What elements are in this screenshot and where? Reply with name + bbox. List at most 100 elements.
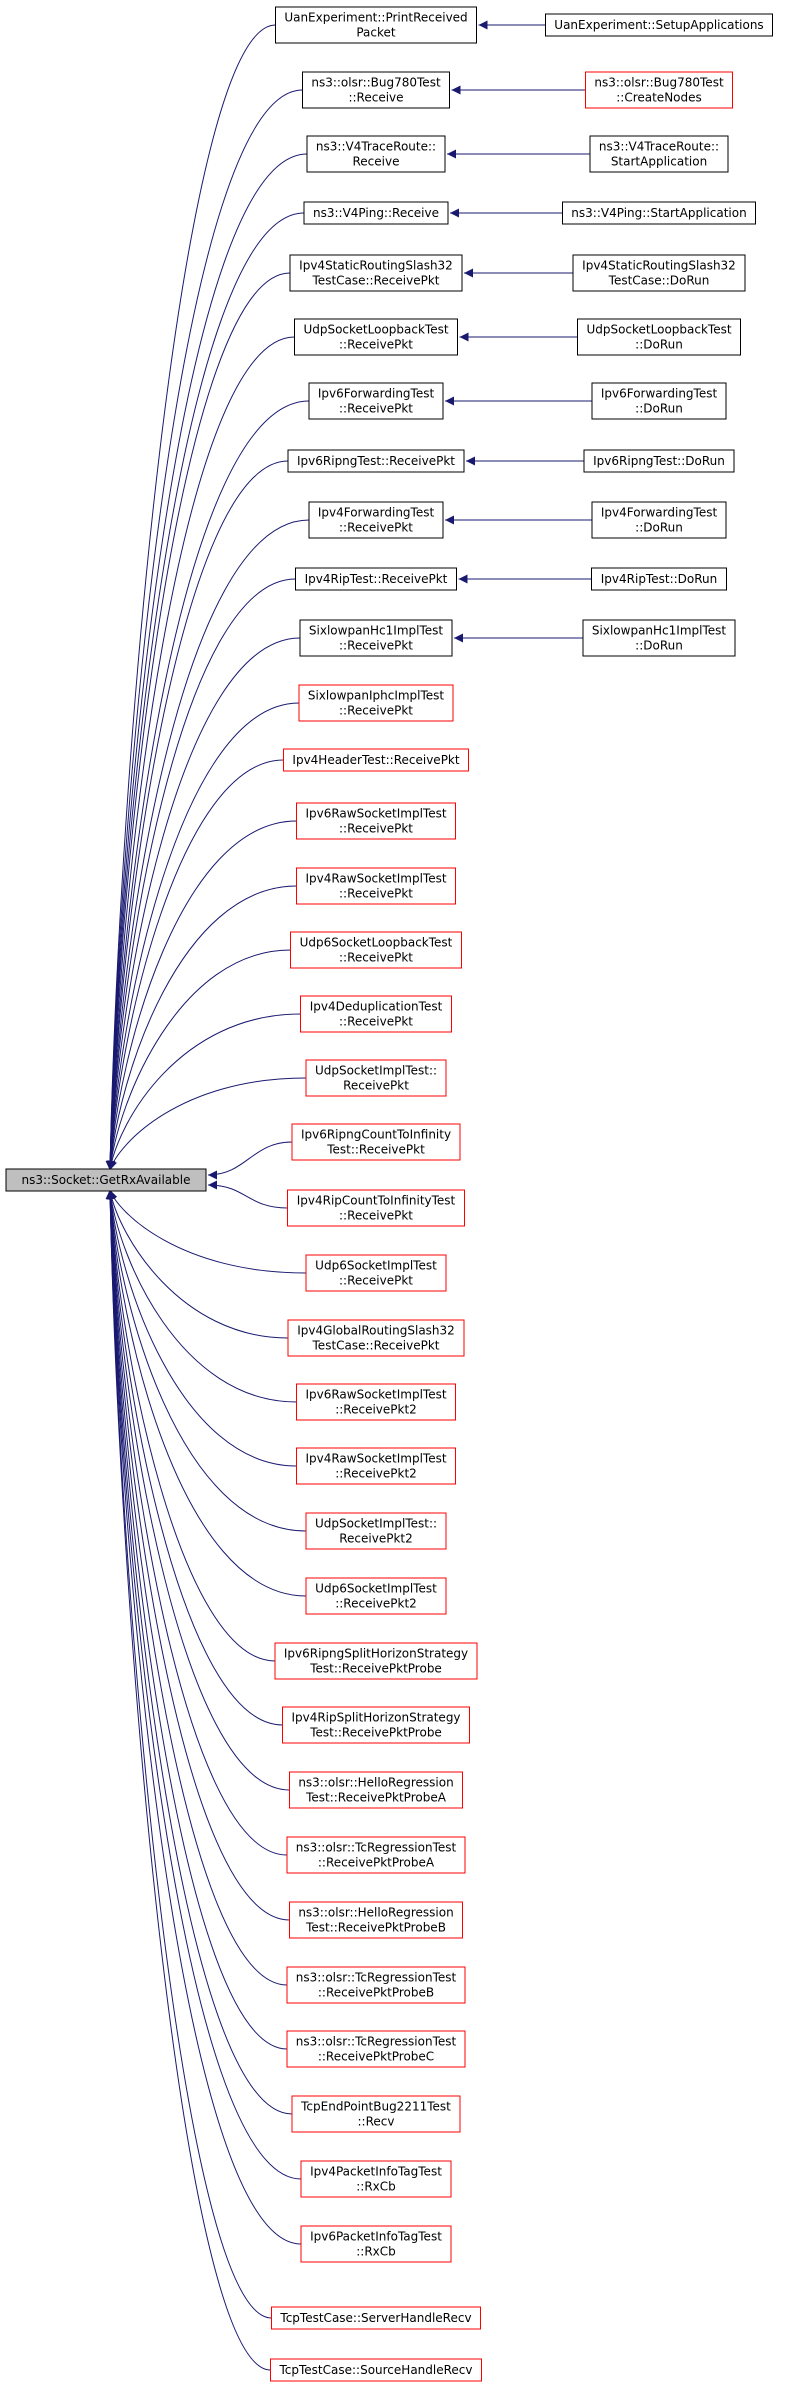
edge-caller-to-root (106, 885, 297, 1171)
edge-caller-to-root (105, 336, 295, 1171)
edge-caller-to-root (105, 1189, 290, 1921)
node-label-line: Test::ReceivePktProbe (309, 1726, 442, 1740)
node-box (308, 501, 444, 539)
node-box (295, 567, 457, 591)
node-box (296, 802, 456, 840)
node-box (305, 1059, 447, 1097)
caller-node-ipv6-ripng-split-probe[interactable]: Ipv6RipngSplitHorizonStrategyTest::Recei… (274, 1642, 478, 1680)
caller-node-ipv4-raw-receive[interactable]: Ipv4RawSocketImplTest::ReceivePkt (296, 867, 456, 905)
node-label-line: ns3::V4TraceRoute:: (316, 140, 436, 154)
caller-node-sixlowpan-hc1-receive[interactable]: SixlowpanHc1ImplTest::ReceivePkt (299, 619, 453, 657)
edge-caller-to-root (105, 1189, 302, 2245)
edge-caller-to-root (105, 272, 291, 1171)
node-label-line: ::CreateNodes (616, 91, 702, 105)
caller-node-ipv6-ripng-receive[interactable]: Ipv6RipngTest::ReceivePkt (287, 449, 465, 473)
caller-node-udp6-impl-receive2[interactable]: Udp6SocketImplTest::ReceivePkt2 (305, 1577, 447, 1615)
caller-node-udp6-loopback-receive[interactable]: Udp6SocketLoopbackTest::ReceivePkt (290, 931, 462, 969)
node-label-line: SixlowpanHc1ImplTest (309, 624, 443, 638)
caller-node-ipv4-forwarding-dorun[interactable]: Ipv4ForwardingTest::DoRun (591, 501, 727, 539)
caller-node-ipv4-rip-receive[interactable]: Ipv4RipTest::ReceivePkt (295, 567, 457, 591)
nodes-layer: ns3::Socket::GetRxAvailable UanExperiment… (5, 6, 773, 2382)
edge-caller-to-root (105, 1189, 276, 1662)
caller-node-udp-impl-receive[interactable]: UdpSocketImplTest::ReceivePkt (305, 1059, 447, 1097)
caller-node-olsr-hello-probe-b[interactable]: ns3::olsr::HelloRegressionTest::ReceiveP… (289, 1901, 463, 1939)
caller-node-tcp-bug2211-recv[interactable]: TcpEndPointBug2211Test::Recv (291, 2095, 461, 2133)
caller-node-tcp-server-handle-recv[interactable]: TcpTestCase::ServerHandleRecv (271, 2306, 481, 2330)
caller-node-udp-loopback-receive[interactable]: UdpSocketLoopbackTest::ReceivePkt (294, 318, 458, 356)
caller-node-ipv4-raw-receive2[interactable]: Ipv4RawSocketImplTest::ReceivePkt2 (296, 1447, 456, 1485)
node-box (296, 1383, 456, 1421)
node-box (296, 1447, 456, 1485)
node-box (289, 1771, 463, 1809)
caller-node-ipv6-raw-receive2[interactable]: Ipv6RawSocketImplTest::ReceivePkt2 (296, 1383, 456, 1421)
caller-node-udp-impl-receive2[interactable]: UdpSocketImplTest::ReceivePkt2 (305, 1512, 447, 1550)
node-label-line: Udp6SocketLoopbackTest (300, 936, 453, 950)
caller-node-ipv6-forwarding-dorun[interactable]: Ipv6ForwardingTest::DoRun (591, 382, 727, 420)
node-box (291, 1123, 461, 1161)
caller-node-olsr-hello-probe-a[interactable]: ns3::olsr::HelloRegressionTest::ReceiveP… (289, 1771, 463, 1809)
caller-node-ipv4-header-receive[interactable]: Ipv4HeaderTest::ReceivePkt (283, 748, 469, 772)
caller-node-v4ping-start[interactable]: ns3::V4Ping::StartApplication (562, 201, 756, 225)
edges-layer (105, 20, 592, 2371)
node-label-line: ns3::V4Ping::StartApplication (571, 206, 746, 220)
node-label-line: Ipv4PacketInfoTagTest (310, 2165, 442, 2179)
edge-caller-to-root (105, 1189, 283, 1726)
edge-caller-to-root (105, 1189, 293, 2115)
caller-node-uan-setup-applications[interactable]: UanExperiment::SetupApplications (545, 13, 773, 37)
caller-node-olsr-tc-probe-b[interactable]: ns3::olsr::TcRegressionTest::ReceivePktP… (286, 1966, 466, 2004)
caller-node-ipv4-global-slash32-receive[interactable]: Ipv4GlobalRoutingSlash32TestCase::Receiv… (287, 1319, 465, 1357)
caller-node-olsr-tc-probe-c[interactable]: ns3::olsr::TcRegressionTest::ReceivePktP… (286, 2030, 466, 2068)
node-label-line: ns3::olsr::TcRegressionTest (296, 1841, 457, 1855)
caller-node-ipv4-static-slash32-receive[interactable]: Ipv4StaticRoutingSlash32TestCase::Receiv… (289, 254, 463, 292)
node-label-line: ::DoRun (635, 338, 683, 352)
caller-node-ipv4-rip-split-probe[interactable]: Ipv4RipSplitHorizonStrategyTest::Receive… (282, 1706, 470, 1744)
caller-node-bug780-create-nodes[interactable]: ns3::olsr::Bug780Test::CreateNodes (585, 71, 733, 109)
node-label-line: ns3::olsr::Bug780Test (311, 76, 441, 90)
caller-node-ipv6-raw-receive[interactable]: Ipv6RawSocketImplTest::ReceivePkt (296, 802, 456, 840)
caller-node-sixlowpan-hc1-dorun[interactable]: SixlowpanHc1ImplTest::DoRun (582, 619, 736, 657)
edge-caller-to-root (105, 1189, 272, 2319)
node-label-line: ::DoRun (635, 639, 683, 653)
node-label-line: Ipv6RipngTest::ReceivePkt (297, 454, 455, 468)
edge-caller-to-root (105, 460, 289, 1171)
caller-node-ipv6-forwarding-receive[interactable]: Ipv6ForwardingTest::ReceivePkt (308, 382, 444, 420)
node-label-line: Ipv6RipngCountToInfinity (301, 1128, 451, 1142)
caller-node-v4ping-receive[interactable]: ns3::V4Ping::Receive (303, 201, 449, 225)
caller-node-ipv4-pktinfo-rxcb[interactable]: Ipv4PacketInfoTagTest::RxCb (300, 2160, 452, 2198)
caller-node-ipv6-ripng-dorun[interactable]: Ipv6RipngTest::DoRun (583, 449, 735, 473)
node-label-line: Receive (353, 155, 400, 169)
caller-node-ipv4-dedup-receive[interactable]: Ipv4DeduplicationTest::ReceivePkt (300, 995, 452, 1033)
node-label-line: ::ReceivePkt2 (335, 1403, 417, 1417)
node-label-line: ::ReceivePkt (339, 704, 413, 718)
node-label-line: Ipv6RipngTest::DoRun (593, 454, 725, 468)
caller-node-v4traceroute-receive[interactable]: ns3::V4TraceRoute::Receive (306, 135, 446, 173)
node-label-line: ::DoRun (635, 402, 683, 416)
caller-node-v4traceroute-start[interactable]: ns3::V4TraceRoute::StartApplication (589, 135, 729, 173)
node-box (582, 619, 736, 657)
caller-node-tcp-source-handle-recv[interactable]: TcpTestCase::SourceHandleRecv (270, 2358, 482, 2382)
node-label-line: TcpTestCase::SourceHandleRecv (278, 2363, 472, 2377)
edge-caller-to-root (105, 212, 305, 1171)
node-label-line: ns3::V4Ping::Receive (313, 206, 439, 220)
caller-node-ipv4-forwarding-receive[interactable]: Ipv4ForwardingTest::ReceivePkt (308, 501, 444, 539)
node-label-line: ::ReceivePkt (339, 951, 413, 965)
caller-node-bug780-receive[interactable]: ns3::olsr::Bug780Test::Receive (302, 71, 450, 109)
caller-node-ipv6-pktinfo-rxcb[interactable]: Ipv6PacketInfoTagTest::RxCb (300, 2225, 452, 2263)
node-label-line: Ipv4RawSocketImplTest (305, 1452, 446, 1466)
node-label-line: ::ReceivePkt (339, 887, 413, 901)
node-box (291, 2095, 461, 2133)
caller-node-udp6-impl-receive[interactable]: Udp6SocketImplTest::ReceivePkt (305, 1254, 447, 1292)
caller-node-sixlowpan-iphc-receive[interactable]: SixlowpanIphcImplTest::ReceivePkt (298, 684, 454, 722)
caller-node-udp-loopback-dorun[interactable]: UdpSocketLoopbackTest::DoRun (577, 318, 741, 356)
root-node[interactable]: ns3::Socket::GetRxAvailable (5, 1168, 207, 1192)
node-box (287, 1319, 465, 1357)
caller-node-olsr-tc-probe-a[interactable]: ns3::olsr::TcRegressionTest::ReceivePktP… (286, 1836, 466, 1874)
caller-node-ipv4-rip-cti-receive[interactable]: Ipv4RipCountToInfinityTest::ReceivePkt (287, 1189, 465, 1227)
node-box (298, 684, 454, 722)
caller-node-ipv4-rip-dorun[interactable]: Ipv4RipTest::DoRun (591, 567, 727, 591)
node-box (589, 135, 729, 173)
node-label-line: SixlowpanIphcImplTest (308, 689, 445, 703)
